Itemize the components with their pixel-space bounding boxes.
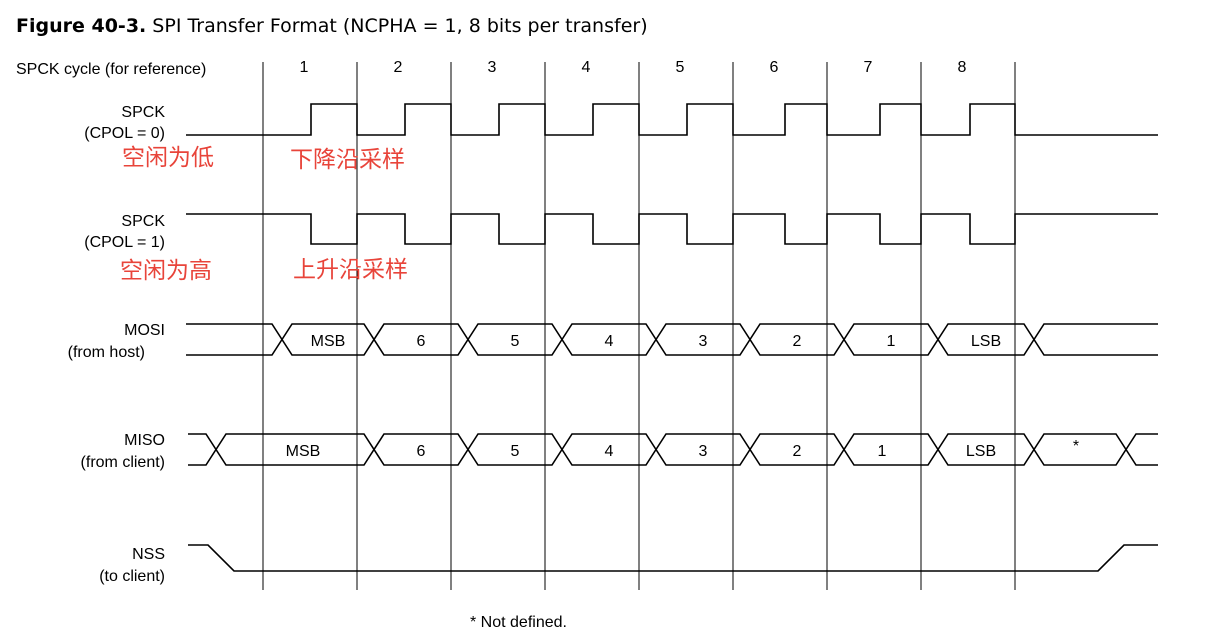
mosi-sublabel: (from host) [68, 344, 145, 361]
bit-label: 4 [605, 443, 614, 460]
cycle-grid-lines [262, 62, 1016, 590]
annotation-cpol1-sample: 上升沿采样 [293, 257, 408, 283]
spck-cpol1-label: SPCK [121, 213, 165, 230]
figure-title: Figure 40-3. SPI Transfer Format (NCPHA … [16, 15, 648, 37]
bit-label: LSB [966, 443, 996, 460]
spck-cpol1-sublabel: (CPOL = 1) [84, 234, 165, 251]
bit-label: MSB [311, 333, 346, 350]
spck-cpol0-sublabel: (CPOL = 0) [84, 125, 165, 142]
annotation-cpol1-idle: 空闲为高 [120, 258, 212, 284]
mosi-waveform [186, 323, 1158, 356]
figure-caption: SPI Transfer Format (NCPHA = 1, 8 bits p… [146, 15, 647, 37]
spck-cpol0-label: SPCK [121, 104, 165, 121]
cycle-number: 7 [864, 59, 873, 76]
bit-label: 2 [793, 333, 802, 350]
nss-sublabel: (to client) [99, 568, 165, 585]
miso-bit-labels: MSB 6 5 4 3 2 1 LSB * [286, 438, 1079, 460]
cycle-number: 5 [676, 59, 685, 76]
nss-waveform [188, 544, 1158, 572]
bit-label: 3 [699, 443, 708, 460]
spck-cpol1-waveform [186, 213, 1158, 245]
miso-waveform [188, 433, 1158, 466]
bit-label: LSB [971, 333, 1001, 350]
mosi-bit-labels: MSB 6 5 4 3 2 1 LSB [311, 333, 1001, 350]
cycle-number: 1 [300, 59, 309, 76]
bit-label: MSB [286, 443, 321, 460]
cycle-numbers: 1 2 3 4 5 6 7 8 [300, 59, 967, 76]
miso-sublabel: (from client) [81, 454, 165, 471]
cycle-row-label: SPCK cycle (for reference) [16, 61, 206, 78]
nss-label: NSS [132, 546, 165, 563]
bit-label: 6 [417, 333, 426, 350]
miso-label: MISO [124, 432, 165, 449]
annotation-cpol0-sample: 下降沿采样 [290, 147, 405, 173]
cycle-number: 6 [770, 59, 779, 76]
bit-label: 3 [699, 333, 708, 350]
bit-label: 2 [793, 443, 802, 460]
mosi-label: MOSI [124, 322, 165, 339]
bit-label: * [1073, 438, 1079, 455]
bit-label: 6 [417, 443, 426, 460]
bit-label: 5 [511, 443, 520, 460]
bit-label: 4 [605, 333, 614, 350]
annotation-cpol0-idle: 空闲为低 [122, 145, 214, 171]
bit-label: 5 [511, 333, 520, 350]
bit-label: 1 [887, 333, 896, 350]
figure-number: Figure 40-3. [16, 15, 146, 37]
cycle-number: 2 [394, 59, 403, 76]
footnote: * Not defined. [470, 614, 567, 631]
cycle-number: 4 [582, 59, 591, 76]
spck-cpol0-waveform [186, 103, 1158, 136]
cycle-number: 3 [488, 59, 497, 76]
bit-label: 1 [878, 443, 887, 460]
cycle-number: 8 [958, 59, 967, 76]
